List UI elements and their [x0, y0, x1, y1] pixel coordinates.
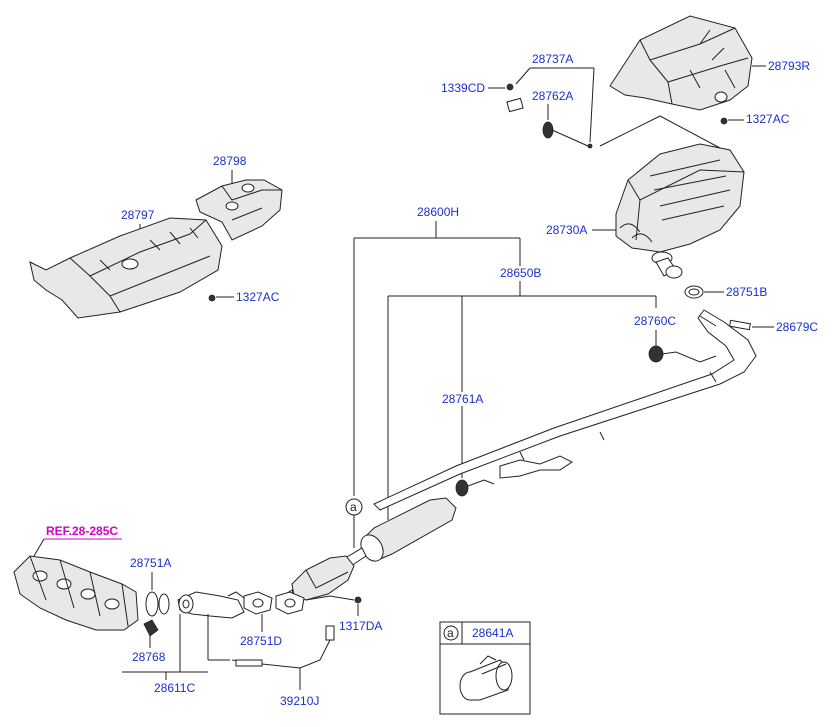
legend-a-letter: a — [447, 626, 454, 640]
label-28730A: 28730A — [546, 223, 587, 237]
label-28600H: 28600H — [417, 205, 459, 219]
oxygen-sensor-39210J — [231, 625, 335, 690]
label-28768: 28768 — [132, 650, 166, 664]
heat-shield-28797 — [29, 217, 223, 319]
rear-heat-shield-28793R — [609, 15, 753, 111]
label-28797: 28797 — [121, 208, 155, 222]
label-28751A: 28751A — [130, 556, 171, 570]
label-28641A: 28641A — [472, 626, 513, 640]
label-28737A: 28737A — [532, 52, 573, 66]
label-28650B: 28650B — [500, 266, 541, 280]
label-28611C: 28611C — [154, 681, 195, 695]
label-39210J: 39210J — [280, 694, 319, 708]
exhaust-manifold — [13, 555, 139, 631]
gasket-28751D — [243, 591, 305, 615]
label-28760C: 28760C — [634, 314, 676, 328]
label-1327AC-top: 1327AC — [746, 112, 790, 126]
legend-box-a: a 28641A — [439, 621, 531, 715]
label-1339CD: 1339CD — [441, 81, 485, 95]
label-28762A: 28762A — [532, 89, 573, 103]
callout-a-letter: a — [350, 500, 357, 514]
hanger-rubber-28762A — [506, 97, 593, 149]
rear-muffler-28730A — [615, 143, 745, 277]
label-28751B: 28751B — [726, 285, 767, 299]
label-28679C: 28679C — [776, 320, 818, 334]
center-exhaust-pipe — [373, 309, 757, 511]
label-28761A: 28761A — [442, 392, 483, 406]
label-28751D: 28751D — [240, 634, 282, 648]
ref-label-28-285C[interactable]: REF.28-285C — [46, 524, 118, 538]
heat-shield-28798 — [195, 179, 283, 241]
label-1317DA: 1317DA — [339, 619, 382, 633]
label-28798: 28798 — [213, 154, 247, 168]
clamp-28641A — [459, 655, 513, 701]
label-28793R: 28793R — [768, 59, 810, 73]
front-pipe-28611C — [177, 591, 245, 619]
label-1327AC-left: 1327AC — [236, 290, 280, 304]
